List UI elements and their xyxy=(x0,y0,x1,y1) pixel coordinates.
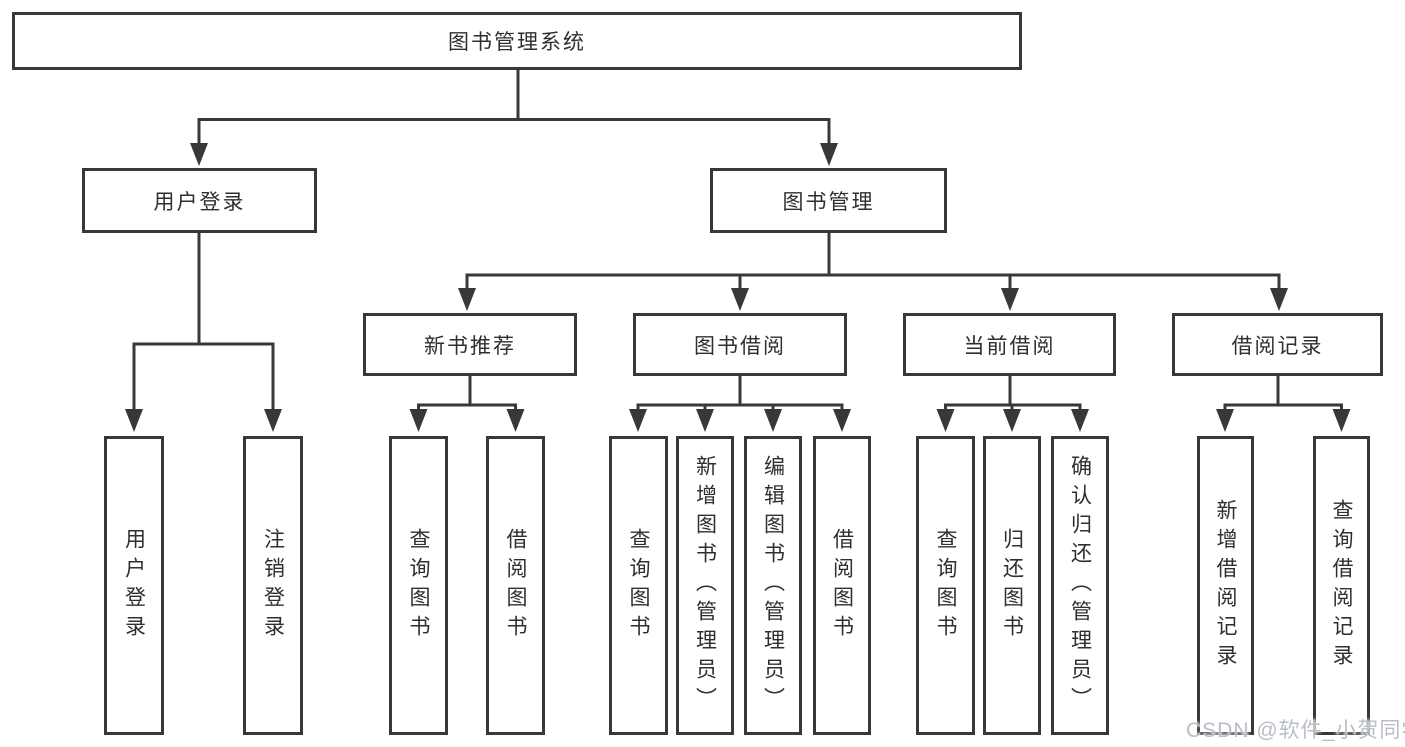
connectors-current-borrow-to-leaves xyxy=(936,374,1089,432)
node-book-borrow: 图书借阅 xyxy=(633,313,847,376)
connectors-user-login-to-leaves xyxy=(125,231,282,432)
leaf-borrow-books-rec: 借阅图书 xyxy=(486,436,545,735)
connectors-new-book-rec-to-leaves xyxy=(409,374,525,432)
leaf-logout: 注销登录 xyxy=(243,436,303,735)
node-borrow-records: 借阅记录 xyxy=(1172,313,1383,376)
csdn-watermark: CSDN @软件_小贺同学 xyxy=(1186,719,1405,742)
leaf-add-borrow-record: 新增借阅记录 xyxy=(1197,436,1254,735)
leaf-confirm-return-admin: 确认归还（管理员） xyxy=(1051,436,1109,735)
node-root: 图书管理系统 xyxy=(12,12,1022,70)
node-book-mgmt-branch: 图书管理 xyxy=(710,168,947,233)
connectors-root-to-level2 xyxy=(190,68,838,166)
node-new-book-rec: 新书推荐 xyxy=(363,313,577,376)
leaf-return-book: 归还图书 xyxy=(983,436,1041,735)
leaf-query-borrow-record: 查询借阅记录 xyxy=(1313,436,1370,735)
leaf-add-book-admin: 新增图书（管理员） xyxy=(676,436,734,735)
leaf-query-books-current: 查询图书 xyxy=(916,436,975,735)
leaf-user-login: 用户登录 xyxy=(104,436,164,735)
leaf-borrow-books: 借阅图书 xyxy=(813,436,871,735)
leaf-query-books-rec: 查询图书 xyxy=(389,436,448,735)
connectors-book-borrow-to-leaves xyxy=(629,374,851,432)
node-current-borrow: 当前借阅 xyxy=(903,313,1116,376)
node-user-login-branch: 用户登录 xyxy=(82,168,317,233)
leaf-query-books-borrow: 查询图书 xyxy=(609,436,668,735)
connectors-borrow-records-to-leaves xyxy=(1216,374,1351,432)
leaf-edit-book-admin: 编辑图书（管理员） xyxy=(744,436,802,735)
connectors-book-mgmt-to-level3 xyxy=(458,231,1288,311)
